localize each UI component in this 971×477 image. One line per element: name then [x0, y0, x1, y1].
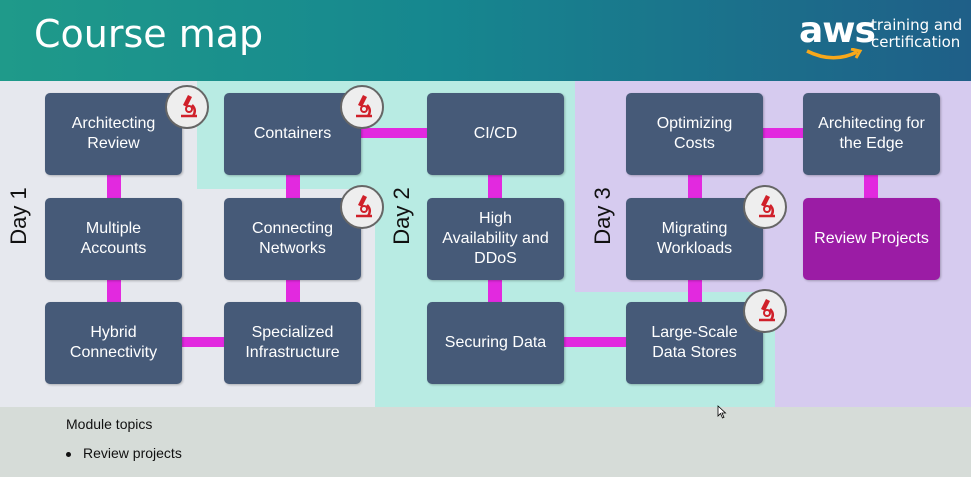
module-containers[interactable]: Containers — [224, 93, 361, 175]
connector — [763, 128, 803, 138]
module-specialized-infrastructure[interactable]: Specialized Infrastructure — [224, 302, 361, 384]
module-label: High Availability and DDoS — [442, 210, 549, 267]
connector — [286, 175, 300, 198]
connector — [688, 280, 702, 302]
module-securing-data[interactable]: Securing Data — [427, 302, 564, 384]
module-hybrid-connectivity[interactable]: Hybrid Connectivity — [45, 302, 182, 384]
module-architecting-review[interactable]: Architecting Review — [45, 93, 182, 175]
day1-label: Day 1 — [6, 187, 31, 245]
module-high-availability[interactable]: High Availability and DDoS — [427, 198, 564, 280]
module-label: Architecting Review — [71, 115, 156, 152]
module-label: Optimizing Costs — [656, 115, 733, 152]
aws-logo: aws — [799, 10, 876, 51]
module-review-projects[interactable]: Review Projects — [803, 198, 940, 280]
connector — [107, 280, 121, 302]
module-label: Specialized Infrastructure — [245, 324, 340, 361]
header-banner: Course map aws training and certificatio… — [0, 0, 971, 81]
connector — [361, 128, 427, 138]
microscope-icon — [340, 185, 384, 229]
microscope-icon — [743, 289, 787, 333]
module-label: Large-Scale Data Stores — [651, 324, 738, 361]
brand-text-line1: training and — [871, 16, 963, 34]
topic-list-item: Review projects — [66, 445, 182, 461]
footer-region — [0, 407, 971, 477]
aws-smile-icon — [806, 48, 863, 60]
connector — [488, 175, 502, 198]
topic-list-item-label: Review projects — [83, 445, 182, 461]
mouse-cursor-icon — [717, 405, 727, 419]
connector — [107, 175, 121, 198]
module-connecting-networks[interactable]: Connecting Networks — [224, 198, 361, 280]
connector — [488, 280, 502, 302]
module-label: Securing Data — [444, 334, 547, 351]
module-label: Containers — [253, 125, 332, 142]
brand-text-line2: certification — [871, 33, 961, 51]
day3-label: Day 3 — [590, 187, 615, 245]
module-cicd[interactable]: CI/CD — [427, 93, 564, 175]
module-large-scale-data-stores[interactable]: Large-Scale Data Stores — [626, 302, 763, 384]
day2-label: Day 2 — [389, 187, 414, 245]
bullet-icon — [66, 451, 71, 457]
microscope-icon — [340, 85, 384, 129]
module-label: Architecting for the Edge — [818, 115, 925, 152]
microscope-icon — [165, 85, 209, 129]
module-architecting-for-the-edge[interactable]: Architecting for the Edge — [803, 93, 940, 175]
connector — [286, 280, 300, 302]
page-title: Course map — [34, 12, 264, 56]
module-label: CI/CD — [473, 125, 518, 142]
module-label: Multiple Accounts — [80, 220, 147, 257]
module-label: Connecting Networks — [252, 220, 333, 257]
connector — [688, 175, 702, 198]
connector — [182, 337, 224, 347]
microscope-icon — [743, 185, 787, 229]
connector — [864, 175, 878, 198]
module-label: Review Projects — [814, 230, 929, 247]
module-label: Migrating Workloads — [656, 220, 733, 257]
module-optimizing-costs[interactable]: Optimizing Costs — [626, 93, 763, 175]
module-multiple-accounts[interactable]: Multiple Accounts — [45, 198, 182, 280]
module-topics-heading: Module topics — [66, 416, 153, 432]
module-label: Hybrid Connectivity — [69, 324, 158, 361]
connector — [563, 337, 626, 347]
module-migrating-workloads[interactable]: Migrating Workloads — [626, 198, 763, 280]
